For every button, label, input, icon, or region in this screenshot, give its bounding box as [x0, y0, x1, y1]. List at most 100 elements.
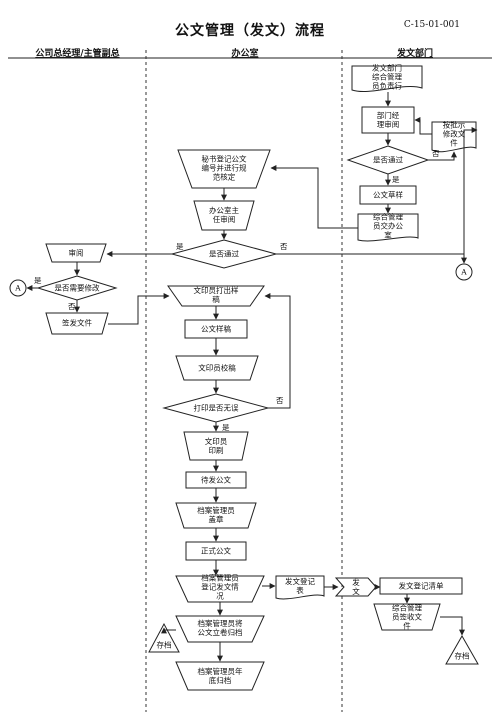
node-dept-decision-text: 是否通过	[373, 155, 403, 165]
edge-archive-store	[161, 627, 176, 634]
edge-office-no-revise	[276, 127, 478, 255]
edge-decision-revise	[428, 151, 457, 161]
node-proof	[175, 355, 259, 381]
label-no: 否	[280, 242, 288, 251]
node-office-review	[193, 200, 255, 231]
node-gm-decision-text: 是否需要修改	[55, 283, 100, 293]
lane-header-office: 办公室	[231, 49, 259, 59]
node-label-line: 编号并进行规	[202, 163, 247, 173]
node-store-right-text: 存档	[455, 651, 470, 661]
document-code: C-15-01-001	[403, 20, 460, 30]
node-label-line: 档案管理员将	[198, 618, 243, 628]
edge-sign-type	[108, 293, 170, 325]
node-label-line: 待发公文	[201, 475, 231, 485]
edge-printok-no	[264, 293, 291, 409]
node-label-line: 发文登记清单	[399, 581, 444, 591]
node-label-line: 员负责行	[372, 81, 402, 91]
node-label-line: 文印员校稿	[198, 363, 236, 373]
page-title: 公文管理（发文）流程	[175, 23, 325, 39]
edge-submit-secretary	[270, 165, 358, 229]
node-list-text: 发文登记清单	[399, 581, 444, 591]
node-sample-text: 公文样稿	[201, 324, 231, 334]
node-label-line: 发文部门	[372, 63, 402, 73]
node-print	[183, 431, 249, 461]
node-label-line: 档案管理员年	[198, 666, 243, 676]
node-label-line: 件	[403, 621, 411, 631]
label-yes: 是	[392, 175, 400, 184]
node-label-line: 正式公文	[201, 546, 231, 556]
node-receive	[373, 603, 441, 631]
node-label-line: 存档	[455, 651, 470, 661]
node-label-line: 档案管理员	[197, 505, 235, 515]
connector-a-right-text: A	[460, 268, 467, 277]
node-label-line: 员交办公	[373, 221, 403, 231]
node-gm-review	[45, 243, 107, 263]
node-label-line: 综合管理	[373, 212, 403, 222]
node-gm-review-text: 审阅	[69, 248, 84, 258]
node-store-left-text: 存档	[157, 640, 172, 650]
node-label-line: 况	[216, 592, 224, 601]
node-label-line: 公文立卷归档	[198, 627, 243, 637]
edge-revise-review	[414, 117, 432, 135]
node-label-line: 发	[352, 577, 360, 587]
node-label-line: 底归档	[209, 675, 232, 685]
node-label-line: 文	[352, 586, 360, 596]
node-sign	[45, 312, 109, 335]
node-send	[334, 577, 377, 597]
node-label-line: 文印员	[205, 436, 228, 446]
label-no: 否	[432, 149, 440, 158]
node-office-decision	[170, 239, 278, 269]
node-print-ok-text: 打印是否无误	[194, 403, 239, 413]
node-label-line: 公文草样	[373, 190, 403, 200]
node-label-line: 修改文	[443, 129, 466, 139]
node-label-line: 件	[450, 138, 458, 148]
node-sign-text: 签发文件	[62, 318, 92, 328]
label-yes: 是	[222, 423, 230, 432]
node-reg-table	[275, 575, 325, 600]
node-label-line: 任审阅	[213, 214, 236, 224]
node-label-line: 打印是否无误	[194, 403, 239, 413]
node-label-line: 表	[296, 585, 304, 595]
node-label-line: 理审阅	[377, 119, 400, 129]
node-proof-text: 文印员校稿	[198, 363, 236, 373]
node-label-line: 办公室主	[209, 205, 239, 215]
node-label-line: 是否通过	[209, 249, 239, 259]
node-submit-office	[357, 213, 419, 242]
node-label-line: 盖章	[209, 514, 224, 524]
label-no: 否	[68, 302, 76, 311]
node-label-line: 发文登记	[285, 576, 315, 586]
node-label-line: 室	[384, 230, 392, 240]
node-label-line: A	[460, 268, 467, 277]
node-draft-text: 公文草样	[373, 190, 403, 200]
node-store-right	[445, 634, 479, 665]
node-label-line: 部门经	[377, 110, 400, 120]
connector-a-right	[455, 263, 473, 281]
node-archive-year	[175, 661, 265, 691]
label-no: 否	[276, 396, 284, 405]
node-label-line: A	[14, 284, 21, 293]
label-yes: 是	[176, 242, 184, 251]
node-label-line: 员签收文	[392, 612, 422, 622]
node-label-line: 印刷	[209, 446, 224, 455]
node-office-decision-text: 是否通过	[209, 249, 239, 259]
label-yes: 是	[34, 276, 42, 285]
node-pending-text: 待发公文	[201, 475, 231, 485]
connector-a-left	[9, 279, 27, 297]
node-label-line: 档案管理员	[201, 573, 239, 583]
edge-receive-store	[440, 616, 465, 636]
node-label-line: 登记发文情	[201, 582, 239, 592]
